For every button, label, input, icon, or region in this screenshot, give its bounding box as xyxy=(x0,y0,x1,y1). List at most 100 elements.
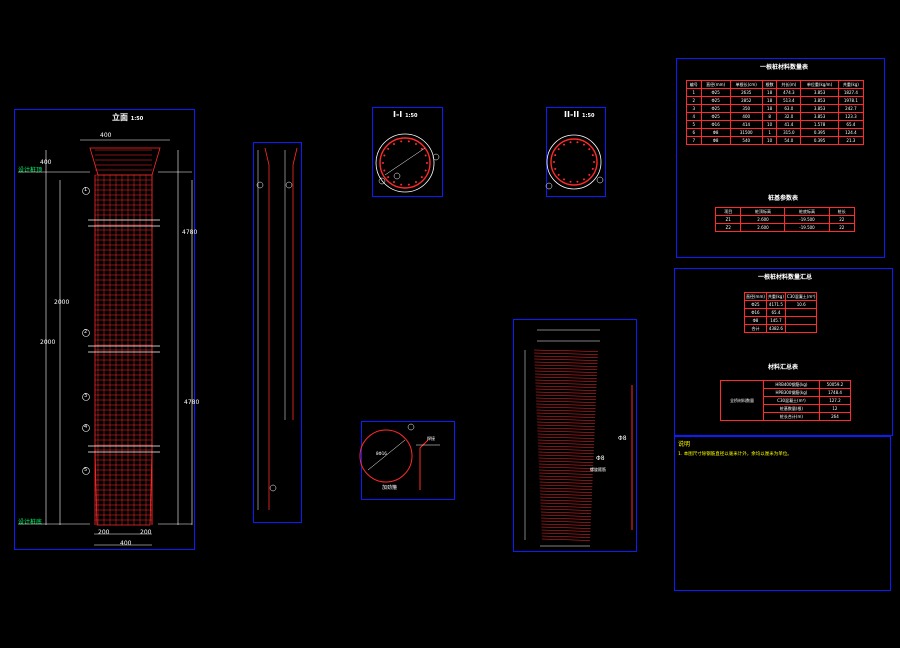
spiral-frame xyxy=(513,319,637,552)
table-cell: 350 xyxy=(729,104,763,113)
section-2-title: II-II 1:50 xyxy=(564,110,594,119)
table-header-row: 直径(mm)共重(kg)C30混凝土(m³) xyxy=(744,292,818,301)
callout-1: 1 xyxy=(84,187,88,193)
table-cell: 桩基数量(根) xyxy=(762,404,820,413)
table-cell: 3.853 xyxy=(800,88,839,97)
bottom-total: 400 xyxy=(120,540,132,547)
section-1-title: I-I 1:50 xyxy=(393,110,418,119)
elevation-top-width: 400 xyxy=(100,132,112,139)
bottom-width-right: 200 xyxy=(140,529,152,536)
table-cell: HPB300钢筋(kg) xyxy=(762,388,820,397)
notes-frame xyxy=(674,436,891,591)
table-cell: Φ16 xyxy=(700,120,731,129)
table-header-cell: 单位重(kg/m) xyxy=(800,80,839,89)
table-header-cell: 直径(mm) xyxy=(700,80,731,89)
table-cell: 1748.4 xyxy=(818,388,852,397)
table-cell: 6 xyxy=(686,128,702,137)
left-dim-3: 2000 xyxy=(40,339,56,346)
table-cell: Φ8 xyxy=(744,316,767,325)
table-cell xyxy=(784,308,818,317)
table-header-cell: 桩长 xyxy=(828,207,855,216)
section-1-title-text: I-I xyxy=(393,110,403,119)
table-cell: 65.4 xyxy=(765,308,786,317)
table-header-cell: 编号 xyxy=(686,80,702,89)
table-cell: 3.853 xyxy=(800,104,839,113)
table-cell: 22 xyxy=(828,215,855,224)
table-summary-title: 一根桩材料数量汇总 xyxy=(758,274,813,281)
right-dim-1: 4780 xyxy=(182,229,198,236)
table-cell: 1827.4 xyxy=(837,88,865,97)
ground-label-bottom: 设计桩底 xyxy=(18,519,43,526)
table-cell: 127.2 xyxy=(818,396,852,405)
right-dim-2: 4780 xyxy=(184,399,200,406)
table-cell: 8 xyxy=(761,112,778,121)
callout-2: 2 xyxy=(84,329,88,335)
section-2-scale: 1:50 xyxy=(582,113,595,119)
table-cell: 1.578 xyxy=(800,120,839,129)
table-header-cell: 共重(kg) xyxy=(765,292,786,301)
elevation-title: 立面 1:50 xyxy=(112,112,143,123)
callout-4: 4 xyxy=(84,424,88,430)
table-cell: 145.7 xyxy=(765,316,786,325)
elevation-scale: 1:50 xyxy=(130,116,144,122)
table-header-cell: 桩顶标高 xyxy=(740,207,786,216)
stiffener-bar-label: 8Φ16 xyxy=(376,451,387,456)
table-total-title: 材料汇总表 xyxy=(768,364,799,371)
table-small-title: 桩基参数表 xyxy=(768,195,799,202)
table-cell: 12 xyxy=(818,404,852,413)
table-cell: 3.853 xyxy=(800,96,839,105)
table-cell: Φ25 xyxy=(744,300,767,309)
table-header-cell: 桩底标高 xyxy=(784,207,830,216)
table-cell: 31500 xyxy=(729,128,763,137)
table-cell: 32.0 xyxy=(776,112,802,121)
table-cell: 54.0 xyxy=(776,136,802,145)
table-cell: HRB400钢筋(kg) xyxy=(762,380,820,389)
table-cell: 2635 xyxy=(729,88,763,97)
table-cell xyxy=(784,316,818,325)
table-cell: 242.7 xyxy=(837,104,865,113)
table-cell: 540 xyxy=(729,136,763,145)
table-cell: 0.395 xyxy=(800,128,839,137)
table-cell: 7 xyxy=(686,136,702,145)
table-cell: 5 xyxy=(686,120,702,129)
table-cell: 513.4 xyxy=(776,96,802,105)
table-cell: -19.500 xyxy=(784,223,830,232)
section-2-frame xyxy=(546,107,606,197)
main-bar-frame xyxy=(253,142,302,523)
table-header-cell: 单根长(cm) xyxy=(729,80,763,89)
table-cell: 50059.2 xyxy=(818,380,852,389)
table-cell: 4 xyxy=(686,112,702,121)
table-cell: 41.4 xyxy=(776,120,802,129)
table-cell: C30混凝土(m³) xyxy=(762,396,820,405)
table-cell: 18 xyxy=(761,104,778,113)
notes-title: 说明 xyxy=(678,441,691,448)
table-cell: Φ25 xyxy=(700,104,731,113)
spiral-label-1: Φ8 xyxy=(596,455,605,462)
table-cell: 414 xyxy=(729,120,763,129)
table-header-cell: 项目 xyxy=(714,207,742,216)
callout-3: 3 xyxy=(84,393,88,399)
table-cell: 2852 xyxy=(729,96,763,105)
notes: 说明 1. 本图尺寸除钢筋直径以毫米计外，余均以厘米为单位。2. 桩基混凝土采用… xyxy=(678,440,888,460)
table-cell: 400 xyxy=(729,112,763,121)
notes-list: 1. 本图尺寸除钢筋直径以毫米计外，余均以厘米为单位。2. 桩基混凝土采用C30… xyxy=(678,450,888,460)
elevation-title-text: 立面 xyxy=(112,113,128,122)
section-2-title-text: II-II xyxy=(564,110,580,119)
table-cell: Z2 xyxy=(714,223,742,232)
table-cell: 474.3 xyxy=(776,88,802,97)
table-header-row: 项目桩顶标高桩底标高桩长 xyxy=(714,207,855,216)
